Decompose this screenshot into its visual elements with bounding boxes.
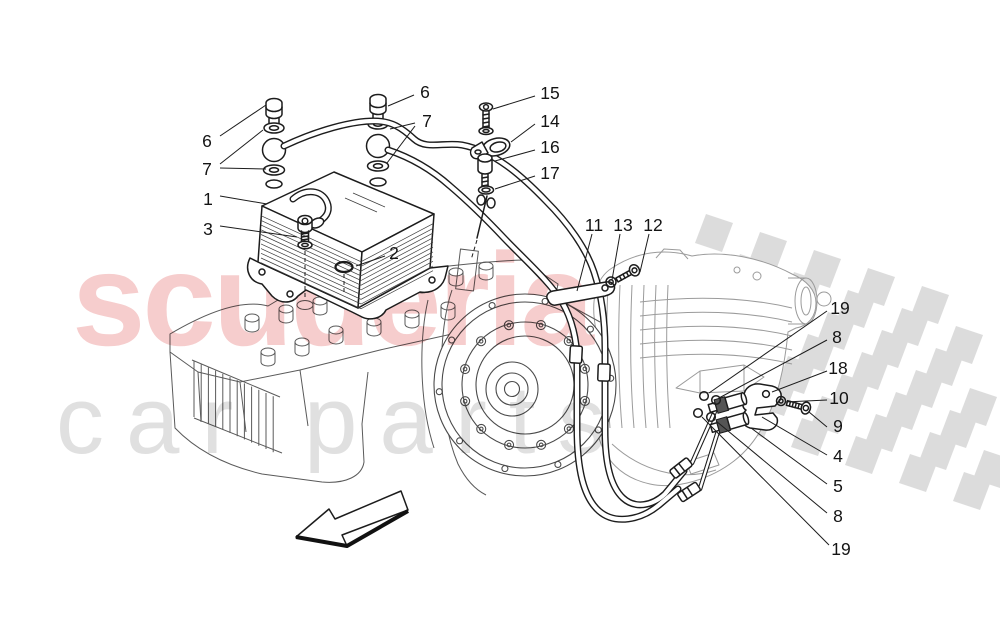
part-number-label: 6 [420, 82, 430, 102]
o-ring-2 [334, 260, 354, 294]
part-number-label: 1 [203, 189, 213, 209]
part-number-label: 2 [389, 243, 399, 263]
part-number-label: 12 [643, 215, 662, 235]
part-number-label: 10 [829, 388, 849, 408]
mounting-hardware [469, 102, 511, 261]
part-number-label: 19 [831, 539, 850, 559]
part-number-label: 11 [585, 215, 603, 235]
part-number-label: 8 [832, 327, 842, 347]
part-number-label: 19 [830, 298, 849, 318]
part-number-label: 15 [540, 83, 559, 103]
part-number-label: 17 [540, 163, 559, 183]
direction-arrow-icon [295, 490, 409, 548]
part-number-label: 13 [613, 215, 632, 235]
part-number-label: 14 [540, 111, 560, 131]
drain-bolt-3 [297, 214, 313, 299]
part-number-label: 7 [422, 111, 432, 131]
union-cluster [692, 383, 812, 434]
watermark-tagline: car parts [56, 367, 628, 474]
oil-cooler [246, 171, 449, 320]
oil-pipes [280, 117, 722, 523]
part-number-label: 18 [828, 358, 847, 378]
engine-sump [169, 248, 613, 496]
part-number-label: 4 [833, 446, 843, 466]
flywheel [433, 293, 617, 477]
part-number-label: 16 [540, 137, 559, 157]
part-number-label: 3 [203, 219, 213, 239]
pipe-strap-11 [546, 263, 641, 306]
part-number-label: 9 [833, 416, 843, 436]
part-number-label: 7 [202, 159, 212, 179]
banjo-right [365, 93, 391, 172]
banjo-left [261, 97, 287, 176]
part-number-label: 6 [202, 131, 212, 151]
part-number-label: 5 [833, 476, 843, 496]
part-number-label: 8 [833, 506, 843, 526]
